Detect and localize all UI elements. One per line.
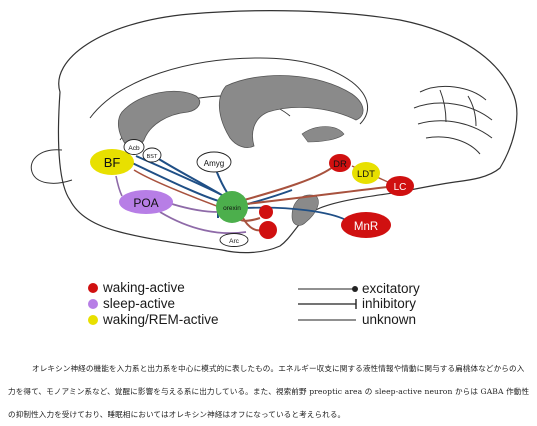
- amyg-node: [196, 151, 232, 173]
- olfactory-bulb: [30, 149, 73, 184]
- mnr-connection: [245, 206, 347, 221]
- bf-poa-link: [115, 175, 123, 197]
- ldt-label: LDT: [357, 169, 375, 180]
- dr-node: [329, 154, 351, 172]
- poa-node: [119, 190, 173, 214]
- mnr-label: MnR: [354, 221, 378, 233]
- excitatory-key: [298, 286, 358, 292]
- ventricle-shape: [118, 90, 201, 149]
- hippocampus-shape: [218, 75, 364, 148]
- mnr-node: [341, 212, 391, 238]
- arc-node: [219, 233, 249, 247]
- dr-label: DR: [333, 159, 347, 170]
- bf-node: [90, 149, 134, 175]
- orexin-circuit-diagram: BF Acb BST POA Amyg Arc orexin DR LDT LC…: [30, 10, 518, 321]
- midbrain-gray: [301, 126, 345, 143]
- amyg-label: Amyg: [204, 159, 224, 168]
- acb-node: [123, 139, 145, 155]
- orexin-to-bf: [133, 169, 223, 209]
- poa-label: POA: [133, 196, 158, 210]
- arc-label: Arc: [229, 238, 240, 245]
- hypothalamic-red-node-1: [259, 205, 273, 219]
- ldt-node: [352, 162, 380, 184]
- lc-label: LC: [394, 182, 407, 193]
- cerebellum: [413, 86, 493, 155]
- bst-node: [142, 147, 162, 163]
- brain-outline: [57, 10, 518, 254]
- figure-caption: オレキシン神経の機能を入力系と出力系を中心に模式的に表したもの。エネルギー収支に…: [8, 363, 530, 419]
- inhibitory-key: [298, 299, 357, 309]
- lc-node: [386, 176, 414, 196]
- acb-label: Acb: [128, 145, 140, 152]
- hypothalamic-red-node-2: [259, 221, 277, 239]
- orexin-label: orexin: [223, 205, 241, 212]
- cortex-contour: [89, 57, 368, 125]
- orexin-node: [216, 191, 248, 223]
- bf-label: BF: [104, 155, 121, 170]
- bst-label: BST: [147, 154, 158, 160]
